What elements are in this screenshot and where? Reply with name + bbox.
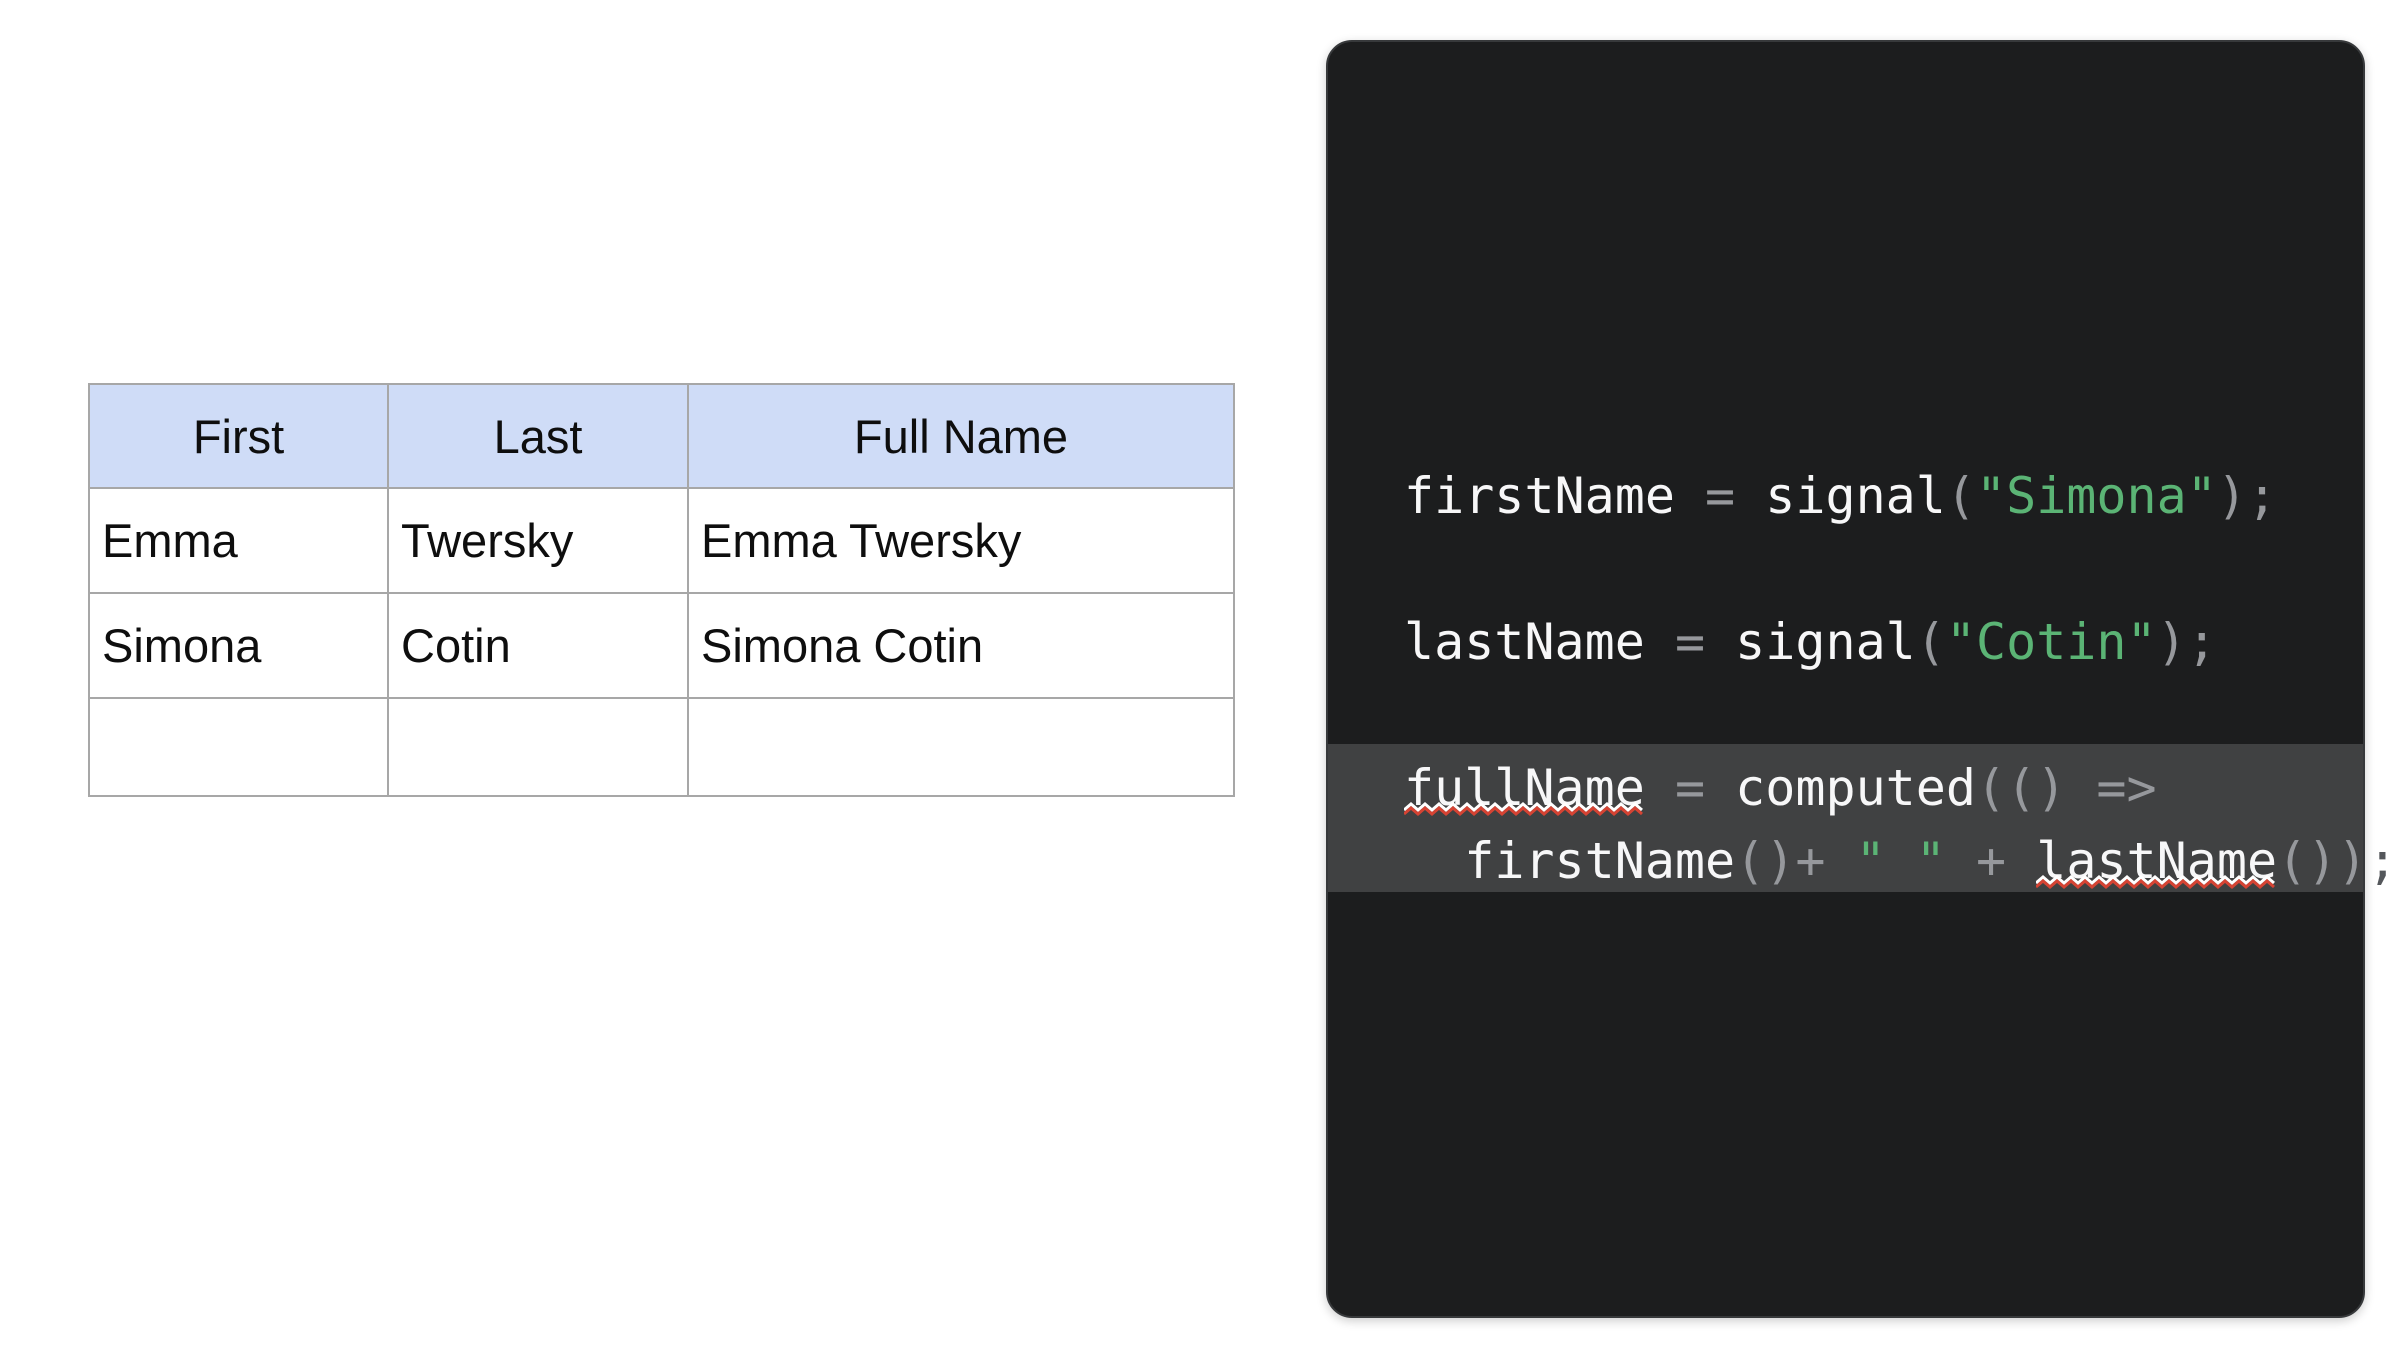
code-token: ; xyxy=(2186,613,2217,671)
code-token xyxy=(1946,832,1976,890)
code-token: + xyxy=(1795,832,1826,890)
code-token: ; xyxy=(2367,832,2398,890)
code-line xyxy=(1404,679,2363,752)
code-token: fullName xyxy=(1404,752,1645,825)
names-table: First Last Full Name Emma Twersky Emma T… xyxy=(88,383,1235,797)
cell-last: Cotin xyxy=(387,592,689,699)
code-token: "Simona" xyxy=(1976,467,2217,525)
code-token: " " xyxy=(1855,832,1946,890)
code-token xyxy=(1404,832,1464,890)
code-token: signal xyxy=(1735,613,1916,671)
spellcheck-squiggle-icon xyxy=(2036,875,2276,889)
code-line-highlighted: firstName()+ " " + lastName()); xyxy=(1404,825,2397,898)
header-cell-first: First xyxy=(88,383,389,489)
highlighted-region xyxy=(1328,744,2363,892)
code-line-highlighted: fullName = computed(() => xyxy=(1404,752,2363,825)
cell-last: Twersky xyxy=(387,487,689,594)
code-token xyxy=(1705,759,1735,817)
code-token: => xyxy=(2096,759,2157,817)
code-token xyxy=(1705,613,1735,671)
cell-first xyxy=(88,697,389,797)
code-token: ( xyxy=(1915,613,1946,671)
code-token xyxy=(1645,759,1675,817)
code-line xyxy=(1404,533,2363,606)
code-token xyxy=(1645,613,1675,671)
code-token: "Cotin" xyxy=(1945,613,2157,671)
code-token: (() xyxy=(1975,759,2067,817)
cell-first: Emma xyxy=(88,487,389,594)
code-token xyxy=(1825,832,1855,890)
cell-full-name: Simona Cotin xyxy=(687,592,1235,699)
header-cell-full-name: Full Name xyxy=(687,383,1235,489)
code-token: = xyxy=(1674,759,1706,817)
code-token: = xyxy=(1705,467,1736,525)
header-cell-last: Last xyxy=(387,383,689,489)
code-token: firstName xyxy=(1404,467,1675,525)
code-token: ) xyxy=(2156,613,2187,671)
code-token: lastName xyxy=(1404,613,1645,671)
code-token: ; xyxy=(2246,467,2278,525)
cell-first: Simona xyxy=(88,592,389,699)
code-token: + xyxy=(1976,832,2007,890)
cell-full-name xyxy=(687,697,1235,797)
code-token: ( xyxy=(1945,467,1976,525)
code-panel: firstName = signal("Simona");lastName = … xyxy=(1326,40,2397,1318)
code-token xyxy=(1675,467,1705,525)
code-lines: firstName = signal("Simona");lastName = … xyxy=(1328,460,2397,898)
code-token: lastName xyxy=(2036,825,2277,898)
code-line: lastName = signal("Cotin"); xyxy=(1404,606,2363,679)
code-token xyxy=(2066,759,2096,817)
spellcheck-squiggle-icon xyxy=(1404,802,1643,816)
code-token: ()) xyxy=(2277,832,2368,890)
code-token: ) xyxy=(2216,467,2247,525)
code-token: () xyxy=(1735,832,1796,890)
code-token: computed xyxy=(1735,759,1976,817)
code-token xyxy=(1735,467,1765,525)
code-token: firstName xyxy=(1464,832,1736,890)
table-row: Simona Cotin Simona Cotin xyxy=(88,592,1235,699)
code-token: = xyxy=(1674,613,1706,671)
table-row: Emma Twersky Emma Twersky xyxy=(88,487,1235,594)
code-token xyxy=(2006,832,2036,890)
code-line: firstName = signal("Simona"); xyxy=(1404,460,2363,533)
cell-full-name: Emma Twersky xyxy=(687,487,1235,594)
code-token: signal xyxy=(1765,467,1946,525)
table-header-row: First Last Full Name xyxy=(88,383,1235,489)
table-row-empty xyxy=(88,697,1235,797)
cell-last xyxy=(387,697,689,797)
